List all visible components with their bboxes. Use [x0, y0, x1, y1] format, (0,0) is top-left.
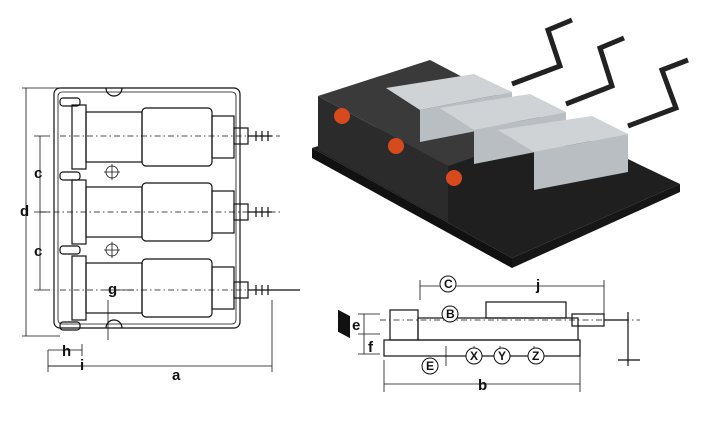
brand-badge-2 [388, 138, 404, 154]
dim-label-C: C [444, 277, 453, 291]
dim-label-Y: Y [498, 349, 506, 363]
dim-label-c-lower: c [34, 243, 42, 260]
dim-label-c-upper: c [34, 165, 42, 182]
dim-label-h: h [62, 343, 71, 360]
dim-label-i: i [80, 357, 84, 374]
brand-badge-1 [334, 108, 350, 124]
dim-label-Z: Z [532, 349, 539, 363]
vise-unit-middle [40, 179, 280, 245]
dim-label-B: B [446, 307, 455, 321]
jaw-3 [498, 116, 628, 152]
dim-label-g: g [108, 281, 117, 298]
jaw-2 [440, 94, 566, 130]
dim-label-j: j [535, 277, 540, 294]
dim-label-d: d [20, 203, 29, 220]
dim-label-f: f [368, 339, 374, 356]
dim-label-E: E [426, 359, 434, 373]
jaw-1 [386, 74, 512, 110]
dim-label-e: e [352, 317, 360, 334]
vise-unit-bottom [60, 255, 300, 321]
dim-label-X: X [470, 349, 478, 363]
dim-label-b: b [478, 377, 487, 394]
brand-badge-3 [446, 170, 462, 186]
dim-label-a: a [172, 367, 181, 384]
vise-unit-top [60, 104, 280, 170]
